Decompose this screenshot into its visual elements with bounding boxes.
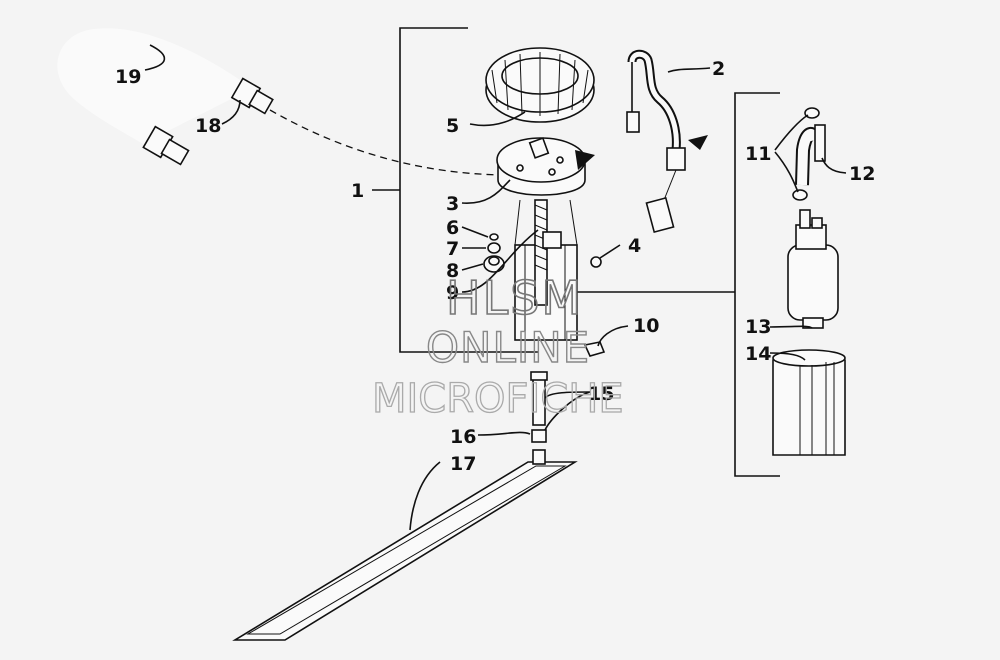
callout-14: 14 <box>745 343 771 365</box>
hose-12 <box>795 124 826 186</box>
o-ring-6 <box>489 233 499 241</box>
rod-15 <box>530 371 548 426</box>
callout-15: 15 <box>588 383 614 405</box>
watermark-line-3: MICROFICHE <box>372 376 624 422</box>
pump-module-body <box>514 199 578 341</box>
hose-routing-dash <box>269 109 511 176</box>
callout-1: 1 <box>351 180 364 202</box>
nut-16 <box>531 429 547 443</box>
callout-13: 13 <box>745 316 771 338</box>
callout-6: 6 <box>446 217 459 239</box>
nut-4 <box>590 256 602 268</box>
callout-4: 4 <box>628 235 641 257</box>
hose-clamp-11 <box>792 107 820 201</box>
callout-10: 10 <box>633 315 659 337</box>
lock-ring-5 <box>485 47 595 123</box>
watermark: HLSM ONLINE MICROFICHE <box>371 270 624 422</box>
callout-17: 17 <box>450 453 476 475</box>
pump-flange-3 <box>496 137 595 196</box>
callout-16: 16 <box>450 426 476 448</box>
leader-lines <box>144 44 847 531</box>
washer-7 <box>487 242 501 254</box>
fuel-hose-19 <box>57 28 250 147</box>
callouts: 19 18 1 2 5 3 6 7 8 9 4 10 11 12 13 14 1… <box>115 58 875 475</box>
callout-11: 11 <box>745 143 771 165</box>
callout-12: 12 <box>849 163 875 185</box>
watermark-line-1: HLSM <box>446 271 583 325</box>
bracket-pump-group <box>575 92 780 477</box>
callout-2: 2 <box>712 58 725 80</box>
callout-19: 19 <box>115 66 141 88</box>
callout-9: 9 <box>446 282 459 304</box>
callout-18: 18 <box>195 115 221 137</box>
bracket-assembly-1 <box>372 27 538 353</box>
pump-sleeve-14 <box>772 349 846 456</box>
fuel-sender-arm-17 <box>232 449 578 641</box>
callout-3: 3 <box>446 193 459 215</box>
wiring-harness-2 <box>626 49 708 234</box>
watermark-line-2: ONLINE <box>426 323 590 372</box>
clip-10 <box>583 341 606 357</box>
fitting-8 <box>483 255 505 273</box>
fuel-pump-13 <box>787 209 839 329</box>
callout-7: 7 <box>446 238 459 260</box>
callout-8: 8 <box>446 260 459 282</box>
callout-5: 5 <box>446 115 459 137</box>
